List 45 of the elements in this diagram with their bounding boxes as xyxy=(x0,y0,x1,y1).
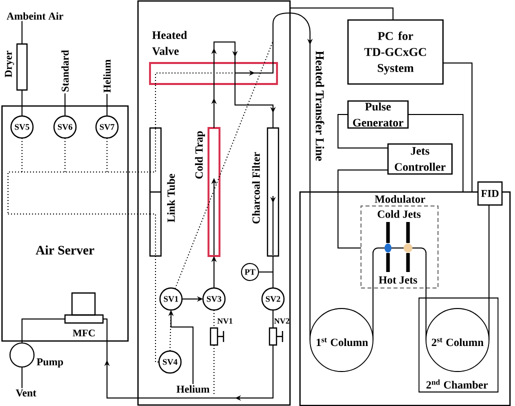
connector-line xyxy=(338,114,388,148)
flow-arrow xyxy=(102,318,274,401)
source-label: Ambeint Air xyxy=(6,12,64,20)
source-label: Helium xyxy=(176,385,210,393)
computer-box: PC for TD-GCxGC System xyxy=(347,19,444,85)
dotted-line xyxy=(155,84,156,128)
connector-line xyxy=(290,8,394,20)
node-label: Link Tube xyxy=(167,174,175,222)
controller-box: Jets Controller xyxy=(387,143,453,175)
modulator-box: Modulator Cold Jets Hot Jets xyxy=(360,195,438,288)
dotted-line xyxy=(64,138,66,172)
dotted-loop xyxy=(8,172,150,214)
connector-line xyxy=(258,272,274,288)
vent-label: Vent xyxy=(16,389,36,397)
source-label: Standard xyxy=(61,50,69,92)
flow-arrow xyxy=(272,12,313,340)
generator-box: Pulse Generator xyxy=(347,100,409,129)
connector-line xyxy=(64,92,66,116)
connector-line xyxy=(442,62,472,192)
charcoal-filter: Charcoal Filter xyxy=(252,127,280,257)
edge-label: Heated Transfer Line xyxy=(314,49,326,163)
node-label: Dryer xyxy=(4,50,14,78)
enclosure-box xyxy=(299,191,511,406)
connector-line xyxy=(22,318,66,344)
dryer-tube: Dryer xyxy=(4,43,28,91)
link-tube: Link Tube xyxy=(149,127,175,257)
pressure-sensor: PT xyxy=(241,263,259,281)
node-label: Charcoal Filter xyxy=(252,152,260,224)
enclosure-box xyxy=(137,0,291,406)
flow-arrow xyxy=(234,84,276,128)
node-label: Cold Trap xyxy=(195,131,205,179)
node-label: Modulator xyxy=(374,195,426,203)
connector-line xyxy=(372,288,374,340)
connector-line xyxy=(408,114,464,192)
node-label: Heated Valve xyxy=(152,30,187,56)
dotted-line xyxy=(155,256,160,362)
connector-line xyxy=(338,170,388,248)
detector-box: FID xyxy=(477,181,503,206)
dotted-line xyxy=(174,40,274,290)
connector-line xyxy=(106,93,108,116)
source-label: Helium xyxy=(103,60,111,92)
cold-trap: Cold Trap xyxy=(195,127,220,257)
dotted-line xyxy=(106,138,108,172)
heated-valve-box: Heated Valve xyxy=(149,30,278,85)
connector-line xyxy=(272,310,274,328)
